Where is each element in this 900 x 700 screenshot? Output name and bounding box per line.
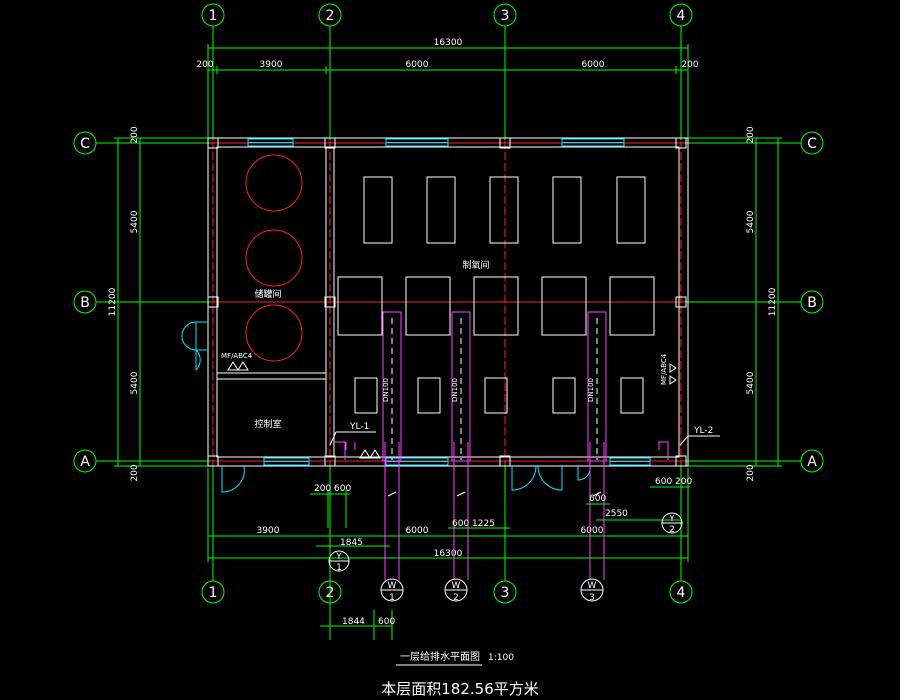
yl1-label: YL-1 — [349, 422, 369, 432]
marker-y1-top: Y — [335, 552, 342, 562]
dim-bottom-0: 3900 — [257, 526, 280, 536]
marker-w1-top: W — [388, 581, 397, 591]
drawing-title: 一层给排水平面图 — [400, 650, 480, 663]
dim-top-2: 6000 — [406, 60, 429, 70]
axis-bubbles-left: C B A — [73, 131, 210, 473]
section-markers: Y 1 Y 2 W 1 W 2 W 3 — [328, 512, 683, 603]
axis-row-c-right: C — [807, 136, 817, 152]
dim-top-1: 3900 — [260, 60, 283, 70]
axis-row-b-left: B — [80, 295, 90, 311]
dim-left-1: 5400 — [130, 210, 140, 233]
dim-bottom-1: 6000 — [406, 526, 429, 536]
walls — [207, 137, 689, 467]
extinguishers: MF/ABC4 MF/ABC4 — [221, 352, 677, 459]
marker-w2-top: W — [452, 581, 461, 591]
dim-right-0: 200 — [746, 126, 756, 143]
dim-1845: 1845 — [340, 538, 363, 548]
dim-1844: 1844 — [342, 617, 365, 627]
equipment — [337, 176, 655, 414]
marker-y1-bottom: 1 — [336, 563, 342, 573]
dim-top-3: 6000 — [582, 60, 605, 70]
dim-200-600: 200 600 — [314, 484, 351, 494]
axis-bubbles-right: C B A — [685, 131, 824, 473]
axis-row-b-right: B — [807, 295, 817, 311]
dim-top-0: 200 — [196, 60, 213, 70]
axis-col-1-bottom: 1 — [209, 585, 218, 601]
pipe-labels: DN100 DN100 DN100 YL-1 YL-2 — [329, 378, 720, 446]
marker-w1-bottom: 1 — [389, 593, 395, 603]
room-control: 控制室 — [254, 418, 281, 430]
dims-bottom: 3900 6000 6000 16300 — [207, 468, 689, 562]
axis-col-4-top: 4 — [677, 8, 686, 24]
pipe-break-marks — [387, 491, 602, 497]
title-block: 一层给排水平面图 1:100 本层面积182.56平方米 — [381, 650, 539, 698]
dim-left-0: 200 — [130, 126, 140, 143]
ext-right-label: MF/ABC4 — [660, 353, 668, 385]
windows — [247, 138, 651, 466]
axis-bubbles-top: 1 2 3 4 — [201, 3, 693, 140]
dim-600-right: 600 — [589, 494, 606, 504]
dim-bottom-2: 6000 — [581, 526, 604, 536]
marker-y2-top: Y — [668, 514, 675, 524]
dim-top-total: 16300 — [434, 38, 463, 48]
drain-trenches — [334, 311, 669, 580]
dim-2550: 2550 — [605, 509, 628, 519]
marker-w2-bottom: 2 — [453, 593, 459, 603]
dim-600-1225: 600 1225 — [452, 519, 495, 529]
marker-w3-bottom: 3 — [589, 593, 595, 603]
dims-right: 200 5400 5400 200 11200 — [688, 126, 782, 482]
dims-top: 16300 200 3900 6000 6000 200 — [196, 38, 699, 140]
floor-area: 本层面积182.56平方米 — [381, 680, 539, 698]
dim-right-3: 200 — [746, 464, 756, 481]
ext-left-label: MF/ABC4 — [221, 352, 253, 360]
axis-col-4-bottom: 4 — [677, 585, 686, 601]
axis-col-3-bottom: 3 — [501, 585, 510, 601]
dn-label-1: DN100 — [382, 378, 390, 402]
dim-bottom-total: 16300 — [434, 549, 463, 559]
room-workshop: 制氧间 — [462, 259, 489, 271]
dim-left-3: 200 — [130, 464, 140, 481]
axis-col-3-top: 3 — [501, 8, 510, 24]
dim-left-total: 11200 — [108, 287, 118, 316]
dim-left-2: 5400 — [130, 371, 140, 394]
doors — [181, 321, 591, 493]
storage-tanks — [245, 154, 303, 362]
dim-right-2: 5400 — [746, 371, 756, 394]
dim-right-total: 11200 — [768, 287, 778, 316]
room-storage: 储罐间 — [254, 288, 281, 300]
marker-w3-top: W — [588, 581, 597, 591]
dims-left: 200 5400 5400 200 11200 — [108, 126, 210, 482]
drawing-scale: 1:100 — [488, 653, 514, 663]
dn-label-2: DN100 — [451, 378, 459, 402]
dn-label-3: DN100 — [587, 378, 595, 402]
dim-right-1: 5400 — [746, 210, 756, 233]
axis-col-2-top: 2 — [326, 8, 335, 24]
dim-600-200: 600 200 — [655, 477, 692, 487]
dim-600-b: 600 — [378, 617, 395, 627]
dim-top-4: 200 — [681, 60, 698, 70]
axis-row-a-left: A — [80, 454, 90, 470]
marker-y2-bottom: 2 — [669, 525, 675, 535]
axis-row-c-left: C — [80, 136, 90, 152]
axis-row-a-right: A — [807, 454, 817, 470]
yl2-label: YL-2 — [693, 426, 713, 436]
misc-dims: 200 600 1845 1844 600 600 1225 600 2550 … — [310, 477, 692, 640]
axis-col-1-top: 1 — [209, 8, 218, 24]
